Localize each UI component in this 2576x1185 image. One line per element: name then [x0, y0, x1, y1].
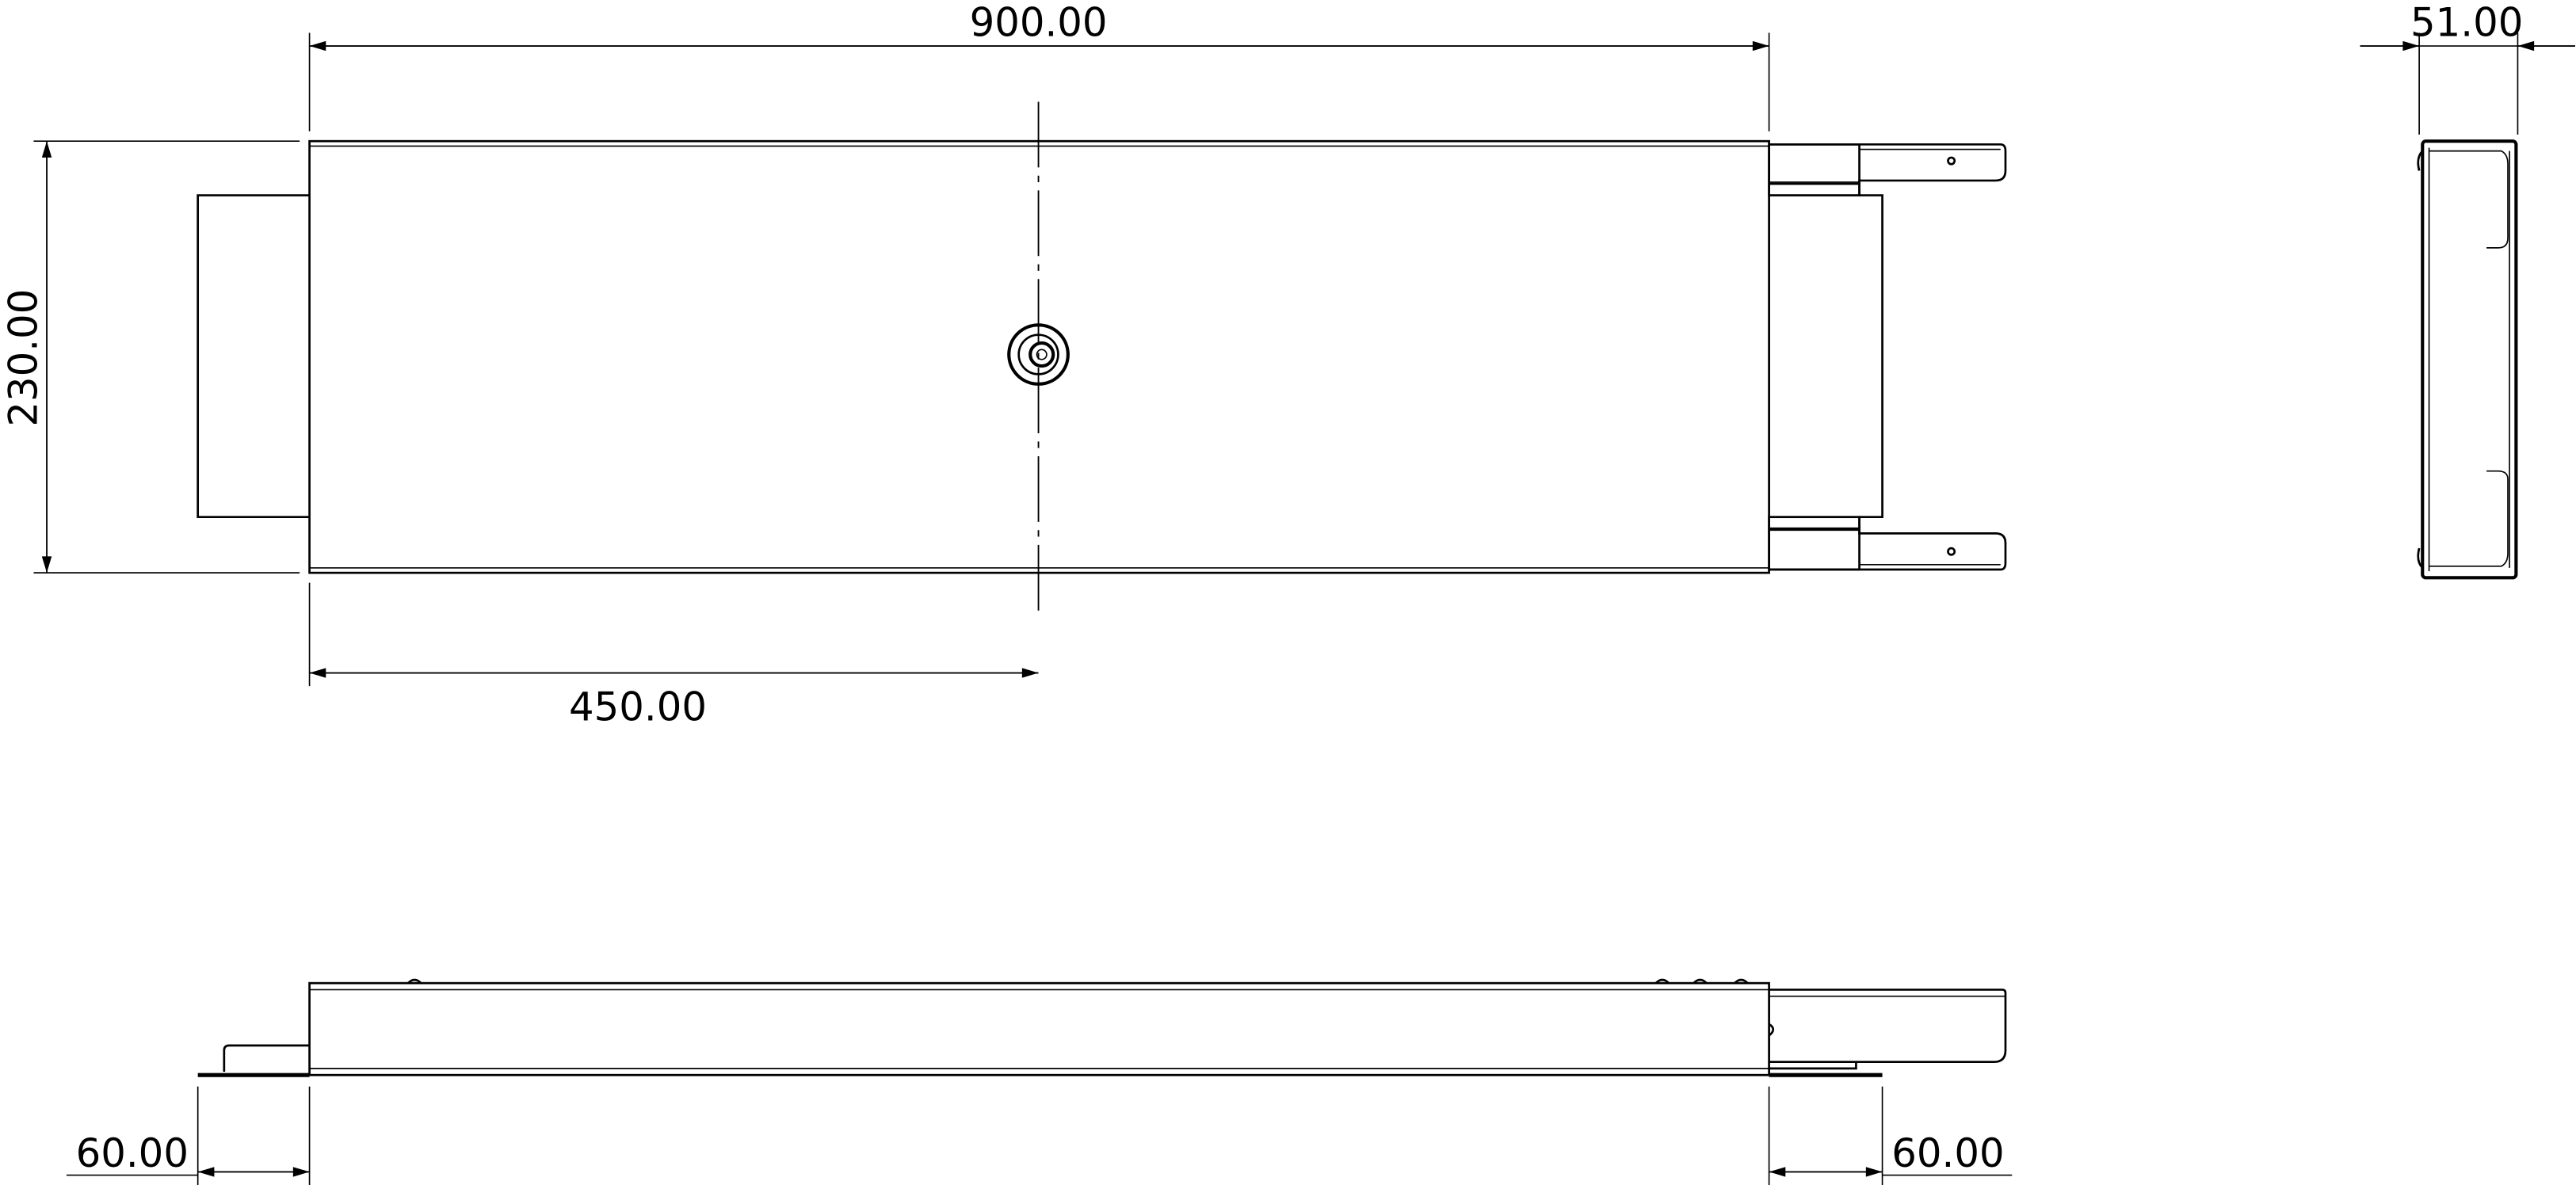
- side-view: [2417, 139, 2518, 580]
- dimension-center-offset: 450.00: [308, 582, 1039, 730]
- top-view: [197, 101, 2007, 611]
- dimension-right-extension: 60.00: [1768, 1086, 2013, 1185]
- dimension-label: 51.00: [2410, 0, 2523, 46]
- hole-icon: [1947, 547, 1956, 556]
- dimension-label: 60.00: [76, 1130, 189, 1176]
- dimension-depth: 51.00: [2360, 0, 2575, 135]
- dimension-overall-width: 230.00: [1, 140, 300, 573]
- dimension-label: 900.00: [970, 0, 1108, 46]
- front-view: [197, 978, 2007, 1077]
- dimension-left-extension: 60.00: [66, 1086, 311, 1185]
- dimension-label: 60.00: [1891, 1130, 2004, 1176]
- dimension-label: 450.00: [569, 684, 707, 730]
- dimension-label: 230.00: [1, 289, 47, 427]
- dimension-overall-length: 900.00: [308, 0, 1770, 131]
- hole-icon: [1947, 156, 1956, 166]
